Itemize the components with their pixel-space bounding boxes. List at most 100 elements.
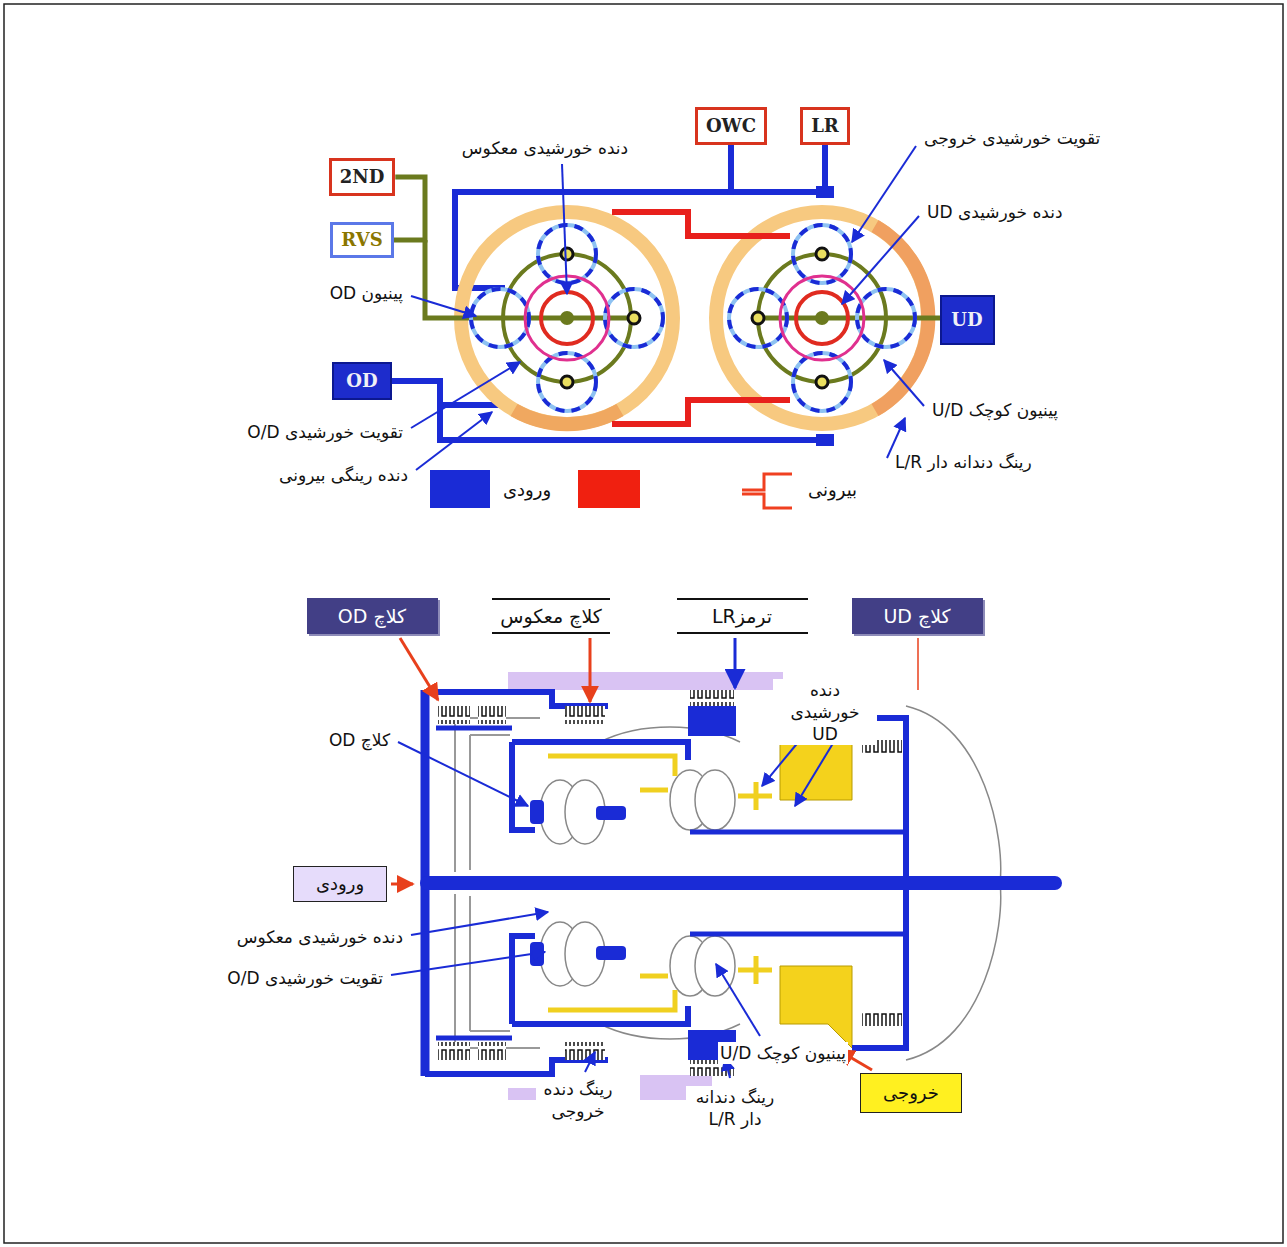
- pinion-gear: [857, 289, 915, 347]
- connector-line: [731, 145, 825, 192]
- pinion-pin: [561, 376, 573, 388]
- pinion-gear: [793, 225, 851, 283]
- input-box: ورودی: [293, 866, 387, 902]
- pinion-gear: [793, 225, 851, 283]
- cross-section-half: [695, 770, 735, 830]
- part-label: دنده خورشیدی معکوس: [235, 926, 405, 948]
- pinion-gear: [729, 289, 787, 347]
- part-label: تقویت خورشیدی O/D: [225, 967, 385, 989]
- actuation-line: [917, 638, 919, 690]
- part-label: رینگ دندانه دار L/R: [686, 1086, 785, 1130]
- legend-swatch: [430, 470, 490, 508]
- shaft-center: [560, 311, 574, 325]
- cross-section-half: [436, 726, 512, 731]
- cross-section-half: [425, 692, 608, 706]
- shift-element-box: RVS: [330, 222, 394, 258]
- leader-line: [398, 742, 528, 806]
- cross-section-half: [438, 706, 470, 724]
- brake-anchor: [816, 434, 834, 446]
- gear-frame-line: [392, 378, 440, 384]
- pinion-gear: [605, 289, 663, 347]
- part-label: پینیون کوچک U/D: [718, 1042, 848, 1064]
- clutch-box: کلاچ UD: [852, 598, 983, 634]
- node-text: OD: [346, 370, 377, 392]
- leader-line: [391, 740, 835, 1078]
- leader-line: [411, 912, 548, 935]
- node-text: OWC: [706, 115, 756, 137]
- gear-frame-line: [455, 189, 731, 195]
- leader-line: [411, 296, 476, 316]
- leader-line: [884, 360, 924, 406]
- cross-section-half: [596, 806, 626, 820]
- leader-line: [716, 964, 760, 1036]
- pinion-gear: [538, 353, 596, 411]
- pinion-gear: [471, 225, 915, 411]
- pinion-gear: [793, 353, 851, 411]
- output-link: [612, 212, 790, 236]
- node-text: کلاچ معکوس: [500, 605, 602, 628]
- legend-sample: [742, 474, 792, 508]
- part-label: تقویت خورشیدی خروجی: [922, 127, 1102, 149]
- shaft-center: [815, 311, 829, 325]
- input-shaft: [420, 876, 1062, 890]
- cross-section-half: [640, 788, 668, 793]
- leader-line: [585, 1052, 595, 1072]
- leader-line: [762, 740, 800, 786]
- node-text: ترمزLR: [712, 605, 772, 628]
- transmission-case: [508, 672, 783, 690]
- pinion-pin: [816, 376, 828, 388]
- node-text: LR: [811, 115, 839, 137]
- pinion-pin: [561, 248, 573, 260]
- cross-section-half: [690, 690, 734, 706]
- cross-section-half: [738, 782, 772, 810]
- leader-line: [411, 146, 924, 470]
- cross-section-half: [690, 830, 906, 835]
- page-frame: [4, 4, 1283, 1243]
- cross-section-half: [478, 706, 506, 724]
- legend-sample: [578, 470, 640, 508]
- pinion-gear: [471, 289, 529, 347]
- leader-line: [562, 164, 567, 294]
- part-label: کلاچ OD: [327, 729, 392, 751]
- brake-box: ترمزLR: [677, 598, 808, 634]
- part-label: دنده خورشیدی UD: [925, 201, 1065, 223]
- output-box: خروجی: [860, 1073, 962, 1113]
- cross-section-half: [688, 706, 736, 736]
- leader-line: [416, 412, 492, 470]
- output-link: [612, 400, 790, 424]
- cross-section-half: [530, 800, 544, 824]
- pinion-pin: [561, 248, 828, 388]
- shift-element-box: 2ND: [329, 158, 396, 196]
- output-link: [612, 212, 790, 424]
- actuation-arrow: [391, 883, 413, 886]
- sun-gear: [780, 276, 864, 360]
- pinion-gear: [857, 289, 915, 347]
- leader-line: [842, 216, 919, 304]
- pinion-gear: [471, 225, 915, 411]
- node-text: ورودی: [316, 873, 364, 895]
- pinion-pin: [816, 248, 828, 260]
- part-label: دنده رینگی بیرونی: [277, 464, 410, 486]
- leader-line: [795, 740, 835, 806]
- shaft-center: [560, 311, 829, 325]
- pinion-gear: [793, 353, 851, 411]
- actuation-arrow: [400, 638, 438, 700]
- legend-sample: [578, 470, 792, 508]
- sun-gear: [541, 292, 593, 344]
- pinion-pin: [752, 312, 764, 324]
- part-label: دنده خورشیدی UD: [773, 679, 877, 745]
- shift-element-box: LR: [800, 107, 850, 145]
- clutch-box: UD: [940, 295, 995, 345]
- clutch-box: OD: [332, 362, 392, 400]
- node-text: خروجی: [883, 1082, 939, 1104]
- part-label: پینیون OD: [328, 282, 405, 304]
- carrier-line: [395, 177, 940, 382]
- pinion-gear: [729, 289, 787, 347]
- part-label: دنده خورشیدی معکوس: [460, 137, 630, 159]
- clutch-box: کلاچ معکوس: [492, 598, 610, 634]
- actuation-arrow: [589, 638, 592, 702]
- pinion-gear: [471, 289, 529, 347]
